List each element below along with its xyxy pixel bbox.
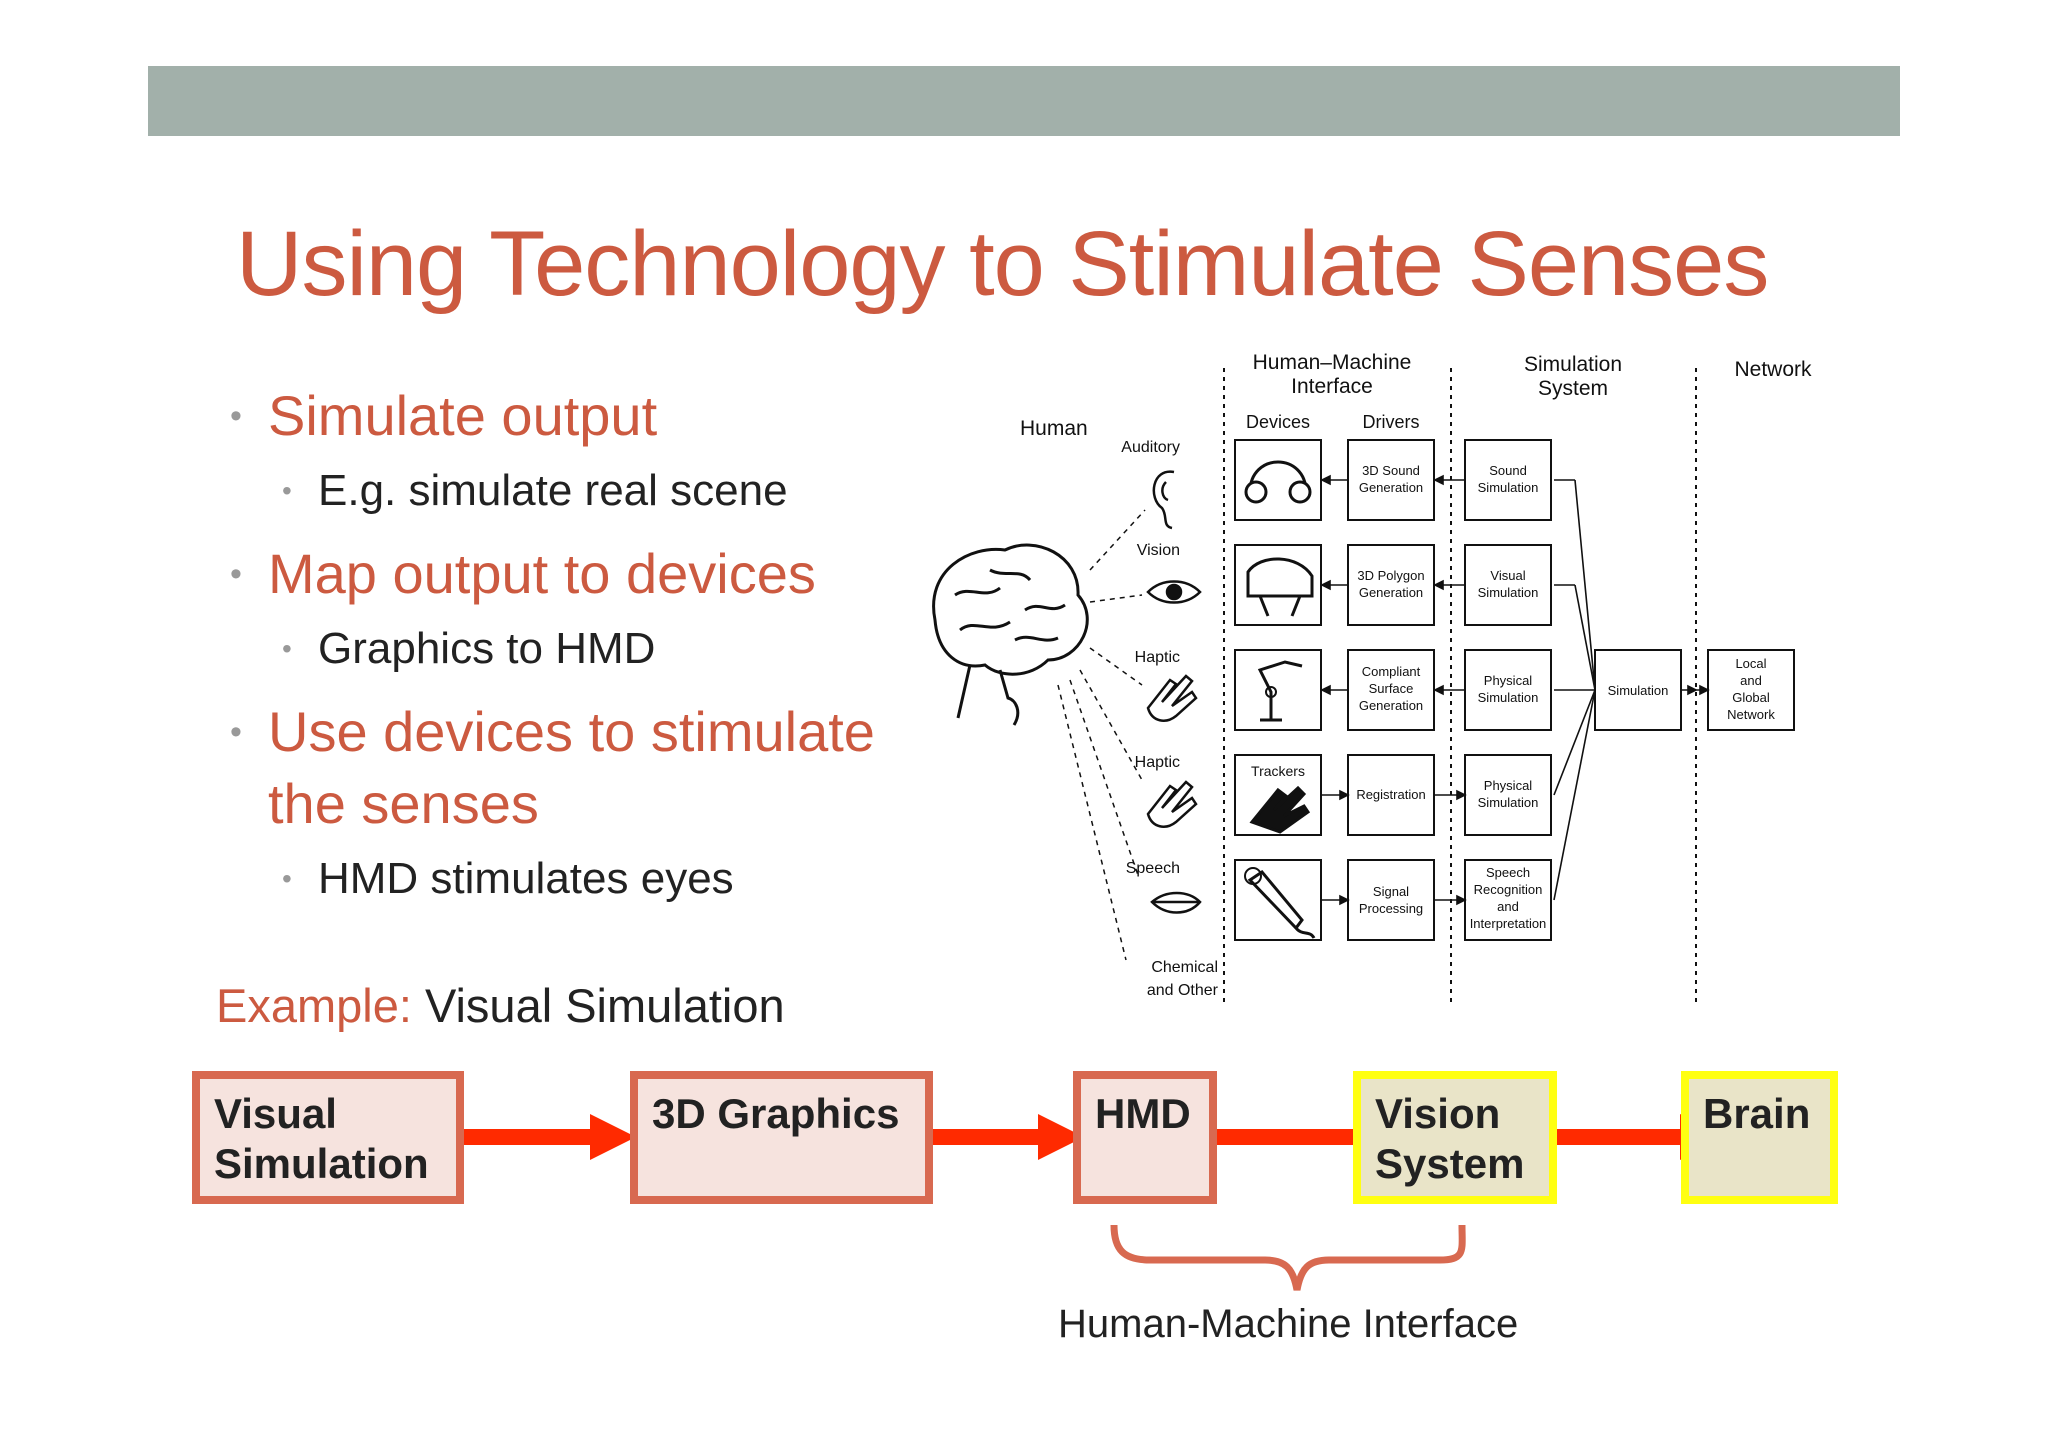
network-3: Global [1732,690,1770,705]
robot-arm-icon [1257,660,1303,722]
driver-signal-1: Signal [1373,884,1409,899]
human-machine-interface-diagram: Human Human–Machine Interface Devices Dr… [930,340,1830,1010]
flow-box-vision-system: Vision System [1353,1071,1557,1204]
hmi-brace [1110,1224,1466,1291]
sense-chemical: Chemical [1151,959,1218,976]
network-4: Network [1727,707,1775,722]
header-network: Network [1734,358,1812,381]
sim-visual-2: Simulation [1478,585,1539,600]
bullet-list: Simulate output E.g. simulate real scene… [230,380,950,926]
sim-speech-3: and [1497,899,1519,914]
sense-other: and Other [1147,982,1219,999]
header-drivers: Drivers [1363,412,1420,432]
sense-haptic-2: Haptic [1135,754,1180,771]
flow-box-brain: Brain [1681,1071,1838,1204]
header-human: Human [1020,417,1088,440]
hmd-icon [1246,557,1314,617]
sim-speech-4: Interpretation [1470,916,1547,931]
hand-icon-2 [1146,780,1198,828]
header-hmi-1: Human–Machine [1253,351,1412,374]
driver-3d-polygon-2: Generation [1359,585,1423,600]
header-bar [148,66,1900,136]
microphone-icon [1247,870,1316,939]
sim-physical-1: Physical [1484,673,1533,688]
sim-visual-1: Visual [1490,568,1525,583]
eye-icon [1146,580,1202,604]
sim-sound-2: Simulation [1478,480,1539,495]
sim-physical-4: Simulation [1478,795,1539,810]
driver-signal-2: Processing [1359,901,1423,916]
glove-icon [1249,785,1311,834]
bullet-map-output: Map output to devices [230,538,950,610]
example-line: Example: Visual Simulation [216,978,785,1033]
flow-box-3d-graphics: 3D Graphics [630,1071,933,1204]
header-sim-1: Simulation [1524,353,1622,376]
headphones-icon [1248,460,1308,493]
simulation-box-label: Simulation [1608,683,1669,698]
driver-compliant-1: Compliant [1362,664,1421,679]
sim-speech-1: Speech [1486,865,1530,880]
header-hmi-2: Interface [1291,375,1373,398]
sense-haptic-1: Haptic [1135,649,1180,666]
driver-registration: Registration [1356,787,1425,802]
header-sim-2: System [1538,377,1608,400]
sense-vision: Vision [1137,542,1180,559]
hand-icon [1146,674,1198,722]
sim-speech-2: Recognition [1474,882,1543,897]
sense-speech: Speech [1126,860,1180,877]
flow-box-visual-simulation: Visual Simulation [192,1071,464,1204]
driver-3d-sound-1: 3D Sound [1362,463,1420,478]
bullet-simulate-output: Simulate output [230,380,950,452]
header-devices: Devices [1246,412,1310,432]
hmi-brace-label: Human-Machine Interface [1058,1302,1519,1346]
example-label: Example: [216,979,412,1032]
sim-sound-1: Sound [1489,463,1527,478]
lips-icon [1150,891,1202,914]
diagram-svg: Human Human–Machine Interface Devices Dr… [932,351,1812,1002]
example-value: Visual Simulation [424,979,785,1032]
flow-box-hmd: HMD [1073,1071,1217,1204]
sim-physical-3: Physical [1484,778,1533,793]
slide-title: Using Technology to Stimulate Senses [236,213,1769,315]
sub-bullet-hmd-stimulates-eyes: HMD stimulates eyes [230,846,950,912]
ear-icon [1152,470,1175,530]
sub-bullet-simulate-real-scene: E.g. simulate real scene [230,458,950,524]
arrow-visual-to-graphics [462,1114,636,1160]
driver-3d-sound-2: Generation [1359,480,1423,495]
driver-compliant-2: Surface [1369,681,1414,696]
driver-compliant-3: Generation [1359,698,1423,713]
arrow-graphics-to-hmd [931,1114,1084,1160]
bullet-use-devices: Use devices to stimulate the senses [230,696,950,840]
network-2: and [1740,673,1762,688]
brain-icon [932,543,1089,726]
trackers-label: Trackers [1251,763,1305,779]
driver-3d-polygon-1: 3D Polygon [1357,568,1424,583]
sense-auditory: Auditory [1121,439,1180,456]
sim-physical-2: Simulation [1478,690,1539,705]
network-1: Local [1735,656,1766,671]
sub-bullet-graphics-to-hmd: Graphics to HMD [230,616,950,682]
